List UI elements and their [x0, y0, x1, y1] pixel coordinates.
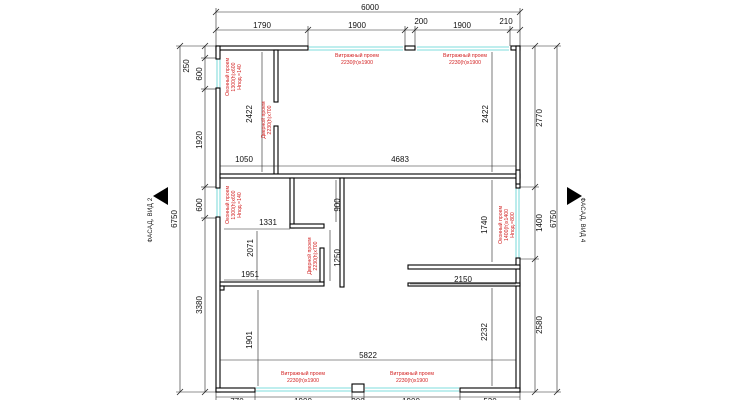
- note-window-right-title: Оконный проем: [497, 206, 504, 245]
- dimension-top: 6000 1790 1900 200 1900 210: [212, 3, 524, 46]
- facade-marker-left[interactable]: ФАСАД, ВИД 2: [148, 187, 168, 243]
- note-vitrage-top-1-size: 2230(h)x1900: [341, 60, 373, 66]
- interior-dimensions: 2422 2422 1050 4683 1331 900 2071 1250 1…: [220, 52, 516, 386]
- dim-top-segment: 1790: [253, 21, 271, 30]
- dim-left-segment: 3380: [195, 296, 204, 314]
- dim-left-segment: 600: [195, 198, 204, 212]
- dim-right-segment: 2770: [535, 109, 544, 127]
- dim-right-room-height: 1740: [480, 216, 489, 234]
- dim-top-segment: 1900: [453, 21, 471, 30]
- note-vitrage-top-1-title: Витражный проем: [335, 52, 379, 59]
- dim-left-segment: 250: [182, 59, 191, 73]
- dim-top-segment: 210: [499, 17, 513, 26]
- dim-upper-room-height: 2422: [481, 105, 490, 123]
- dim-bottom-segment: 1900: [294, 397, 312, 400]
- dim-mid-left-height: 2071: [246, 239, 255, 257]
- dim-mid-small-height: 1250: [333, 249, 342, 267]
- note-window-right-sill: Hпод.=800: [510, 212, 516, 238]
- dim-bottom-segment: 1900: [402, 397, 420, 400]
- note-window-left-lower-sill: Hпод.=140: [237, 192, 243, 218]
- facade-right-label: ФАСАД, ВИД 4: [579, 197, 585, 242]
- dim-upper-left-width: 1050: [235, 155, 253, 164]
- note-door-lower-title: Дверной проем: [306, 237, 313, 275]
- facade-marker-right[interactable]: ФАСАД, ВИД 4: [567, 187, 585, 243]
- dimension-bottom: 770 1900 300 1900 530: [215, 390, 521, 400]
- note-window-left-upper-title: Оконный проем: [224, 58, 231, 97]
- dim-top-overall: 6000: [361, 3, 379, 12]
- note-door-upper-title: Дверной проем: [260, 101, 267, 139]
- note-door-upper-size: 2230(h)x700: [267, 105, 273, 134]
- dim-mid-left-width: 1331: [259, 218, 277, 227]
- dim-right-segment: 2580: [535, 316, 544, 334]
- dim-left-segment: 600: [195, 67, 204, 81]
- dim-right-segment: 1400: [535, 214, 544, 232]
- note-window-right-size: 1400(h)x1400: [504, 209, 510, 241]
- dim-upper-corridor-height: 2422: [245, 105, 254, 123]
- dim-bottom-segment: 770: [230, 397, 244, 400]
- dim-lower-left-height: 1901: [245, 331, 254, 349]
- dim-top-segment: 1900: [348, 21, 366, 30]
- arrow-right-icon: [153, 187, 168, 205]
- dim-bottom-segment: 530: [483, 397, 497, 400]
- dim-lower-room-width: 5822: [359, 351, 377, 360]
- dim-bottom-segment: 300: [351, 397, 365, 400]
- arrow-left-icon: [567, 187, 582, 205]
- dim-right-overall: 6750: [549, 210, 558, 228]
- note-window-left-upper-size: 1300(h)x600: [231, 62, 237, 91]
- dim-left-overall: 6750: [170, 210, 179, 228]
- note-vitrage-bottom-2-size: 2230(h)x1900: [396, 378, 428, 384]
- opening-notes: Витражный проем 2230(h)x1900 Витражный п…: [224, 52, 516, 384]
- dim-left-segment: 1920: [195, 131, 204, 149]
- dim-right-room-width: 2150: [454, 275, 472, 284]
- dim-mid-lower-width: 1951: [241, 270, 259, 279]
- note-window-left-lower-size: 1300(h)x600: [231, 190, 237, 219]
- dimension-left: 6750 250 600 1920 600 3380: [170, 42, 216, 396]
- note-vitrage-bottom-1-size: 2230(h)x1900: [287, 378, 319, 384]
- note-vitrage-bottom-1-title: Витражный проем: [281, 370, 325, 377]
- facade-left-label: ФАСАД, ВИД 2: [148, 197, 154, 242]
- note-vitrage-top-2-size: 2230(h)x1900: [449, 60, 481, 66]
- glazing-lines: [216, 46, 520, 392]
- dim-lower-right-height: 2232: [480, 323, 489, 341]
- dim-top-segment: 200: [414, 17, 428, 26]
- note-window-left-upper-sill: Hпод.=140: [237, 64, 243, 90]
- note-vitrage-bottom-2-title: Витражный проем: [390, 370, 434, 377]
- note-door-lower-size: 2230(h)x700: [313, 241, 319, 270]
- note-window-left-lower-title: Оконный проем: [224, 186, 231, 225]
- note-vitrage-top-2-title: Витражный проем: [443, 52, 487, 59]
- dim-upper-room-width: 4683: [391, 155, 409, 164]
- dimension-right: 2770 1400 2580 6750: [520, 42, 561, 396]
- dim-mid-partition: 900: [333, 198, 342, 212]
- walls: [215, 45, 521, 393]
